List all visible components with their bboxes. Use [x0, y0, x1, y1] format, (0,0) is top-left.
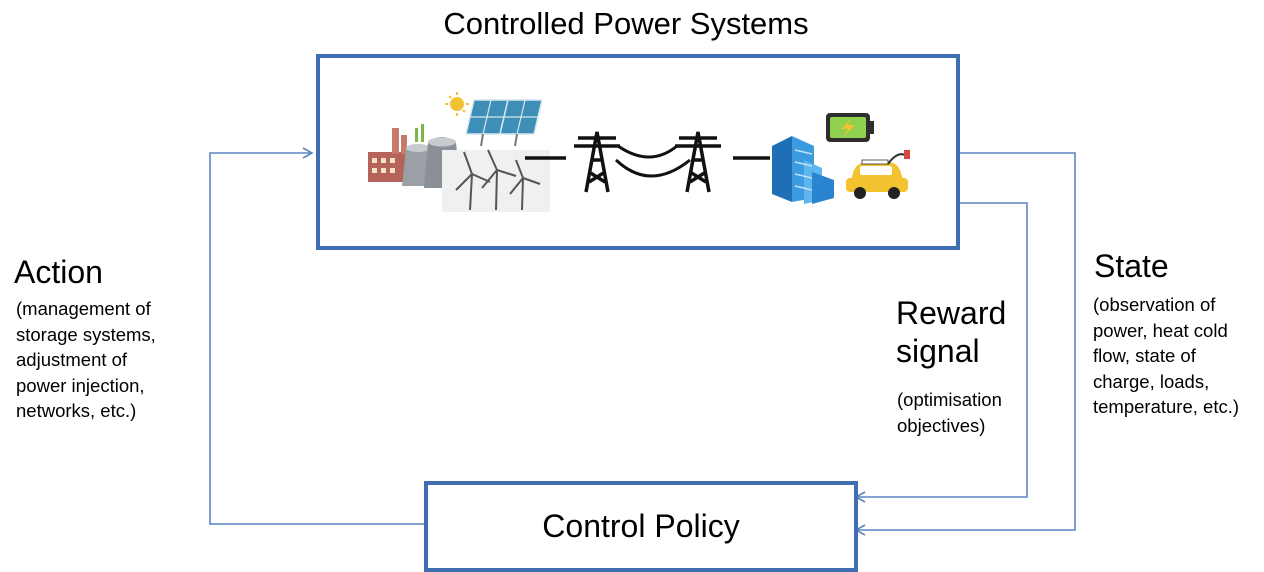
- action-heading: Action: [14, 254, 103, 290]
- action-line: adjustment of: [16, 349, 128, 370]
- action-line: (management of: [16, 298, 151, 319]
- state-arrow: [854, 152, 1076, 536]
- state-line: charge, loads,: [1093, 370, 1210, 392]
- action-line: storage systems,: [16, 323, 156, 345]
- power-system-box: [316, 54, 960, 250]
- state-heading: State: [1094, 248, 1169, 284]
- battery-icon: [826, 113, 874, 142]
- state-line: (observation of: [1093, 294, 1216, 315]
- building-icon: [772, 136, 834, 204]
- action-line: networks, etc.): [16, 400, 137, 421]
- control-policy-label: Control Policy: [542, 508, 740, 544]
- control-policy-box: Control Policy: [424, 481, 858, 572]
- state-line: power, heat cold: [1093, 319, 1228, 341]
- solar-panel-icon: [465, 99, 543, 147]
- reward-arrow: [854, 202, 1028, 503]
- reward-heading-line: signal: [896, 333, 980, 369]
- reward-line: objectives): [897, 414, 986, 436]
- wind-turbine-icon: [442, 149, 550, 212]
- action-arrow: [209, 147, 424, 525]
- state-line: temperature, etc.): [1093, 396, 1240, 417]
- reward-heading: Reward signal: [896, 294, 1036, 370]
- reward-heading-line: Reward: [896, 295, 1007, 331]
- electric-car-icon: [846, 150, 910, 199]
- action-description: (management of storage systems, adjustme…: [16, 296, 196, 424]
- transmission-tower-icon: [525, 131, 770, 193]
- diagram-title: Controlled Power Systems: [443, 6, 809, 41]
- sun-icon: [445, 92, 469, 116]
- factory-icon: [368, 128, 408, 182]
- action-line: power injection,: [16, 374, 145, 396]
- state-line: flow, state of: [1093, 345, 1196, 366]
- state-description: (observation of power, heat cold flow, s…: [1093, 292, 1264, 420]
- reward-line: (optimisation: [897, 389, 1002, 410]
- reward-description: (optimisation objectives): [897, 387, 1037, 438]
